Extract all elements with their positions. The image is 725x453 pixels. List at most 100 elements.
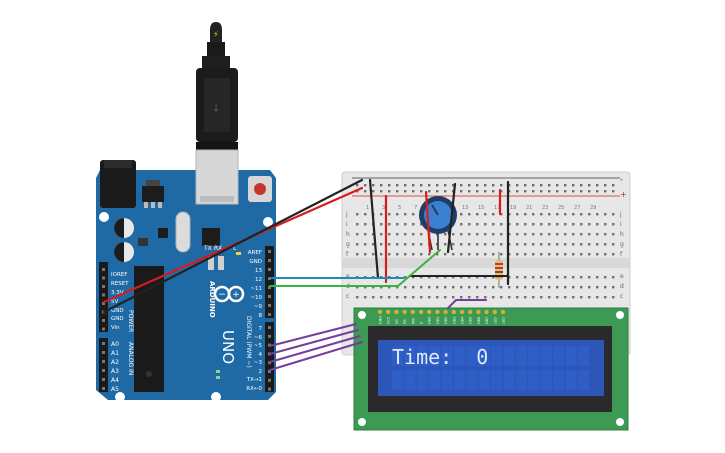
- svg-text:~9: ~9: [254, 304, 263, 310]
- breadboard-hole: [372, 184, 375, 187]
- lcd-cell: [441, 346, 453, 366]
- svg-text:~5: ~5: [254, 343, 263, 349]
- breadboard-hole: [444, 276, 447, 279]
- breadboard-hole: [572, 286, 575, 289]
- breadboard-hole: [588, 213, 591, 216]
- breadboard-hole: [404, 184, 407, 187]
- breadboard-hole: [388, 223, 391, 226]
- breadboard-hole: [444, 190, 447, 193]
- breadboard-hole: [612, 286, 615, 289]
- breadboard-hole: [516, 233, 519, 236]
- svg-text:g: g: [346, 241, 350, 248]
- breadboard-hole: [548, 296, 551, 299]
- breadboard-hole: [468, 190, 471, 193]
- breadboard-hole: [500, 296, 503, 299]
- row-letters-top: j i h g f j i h g f: [345, 211, 624, 258]
- breadboard-hole: [372, 286, 375, 289]
- power-pin-labels: IOREF RESET 3.3V 5V GND GND Vin: [111, 272, 129, 331]
- breadboard-hole: [588, 233, 591, 236]
- breadboard-hole: [460, 233, 463, 236]
- breadboard-hole: [556, 243, 559, 246]
- lcd-cell: [565, 346, 577, 366]
- column-numbers: 1 3 5 7 9 11 13 15 17 19 21 23 25 27 29: [366, 205, 596, 211]
- svg-text:13: 13: [462, 205, 468, 211]
- svg-text:−: −: [218, 290, 226, 300]
- breadboard-hole: [612, 253, 615, 256]
- wire-gnd-black: [102, 178, 364, 314]
- breadboard-hole: [436, 253, 439, 256]
- breadboard-hole: [508, 190, 511, 193]
- analog-header[interactable]: [99, 338, 108, 392]
- breadboard-hole: [500, 190, 503, 193]
- svg-text:L: L: [233, 245, 237, 252]
- wires[interactable]: [102, 178, 510, 371]
- header-pin: [268, 343, 271, 347]
- lcd-pin-label: E: [420, 322, 424, 324]
- breadboard-hole: [484, 184, 487, 187]
- uno-model-label: UNO: [219, 330, 237, 364]
- breadboard-hole: [532, 243, 535, 246]
- analog-header-label: ANALOG IN: [127, 342, 134, 375]
- breadboard-hole: [356, 243, 359, 246]
- svg-text:A3: A3: [111, 368, 119, 375]
- breadboard-hole: [412, 253, 415, 256]
- breadboard-hole: [556, 253, 559, 256]
- lcd-cell: [528, 346, 540, 366]
- arduino-uno-board[interactable]: − + ARDUINO UNO DIGITAL (PWM ~) POWER AN…: [96, 149, 276, 402]
- breadboard-hole: [420, 243, 423, 246]
- breadboard-hole: [388, 296, 391, 299]
- breadboard-hole: [364, 233, 367, 236]
- digital-header-bottom[interactable]: [265, 322, 274, 392]
- breadboard-hole: [492, 184, 495, 187]
- lcd-cell: [404, 346, 416, 366]
- lcd-cell: [441, 370, 453, 390]
- arduino-logo: − +: [213, 285, 245, 303]
- breadboard-hole: [572, 223, 575, 226]
- svg-text:8: 8: [259, 313, 263, 319]
- breadboard-hole: [444, 184, 447, 187]
- breadboard-hole: [468, 296, 471, 299]
- breadboard-hole: [596, 296, 599, 299]
- breadboard-hole: [596, 276, 599, 279]
- header-pin: [102, 378, 105, 381]
- breadboard-hole: [468, 213, 471, 216]
- breadboard-hole: [484, 253, 487, 256]
- svg-text:RESET: RESET: [111, 281, 129, 287]
- breadboard-hole: [452, 286, 455, 289]
- breadboard-hole: [596, 213, 599, 216]
- header-pin: [268, 313, 271, 316]
- digital-header-top[interactable]: [265, 246, 274, 318]
- breadboard-hole: [356, 253, 359, 256]
- usb-cable[interactable]: ⚡ ⇝: [196, 22, 238, 150]
- breadboard-hole: [564, 190, 567, 193]
- breadboard-hole: [500, 253, 503, 256]
- breadboard-hole: [548, 243, 551, 246]
- breadboard-hole: [388, 190, 391, 193]
- breadboard-hole: [540, 213, 543, 216]
- breadboard-hole: [596, 286, 599, 289]
- power-header[interactable]: [99, 262, 108, 332]
- lcd-cell: [540, 346, 552, 366]
- breadboard-hole: [532, 296, 535, 299]
- breadboard-hole: [484, 276, 487, 279]
- wire-pin3-purple: [269, 335, 361, 363]
- analog-pin-labels: A0 A1 A2 A3 A4 A5: [111, 341, 119, 393]
- breadboard-hole: [572, 276, 575, 279]
- breadboard-hole: [540, 286, 543, 289]
- header-pin: [102, 268, 105, 271]
- svg-text:~3: ~3: [254, 360, 263, 366]
- breadboard-hole: [532, 253, 535, 256]
- breadboard-hole: [508, 253, 511, 256]
- breadboard-hole: [380, 253, 383, 256]
- breadboard-hole: [492, 213, 495, 216]
- breadboard-hole: [404, 286, 407, 289]
- breadboard-hole: [588, 276, 591, 279]
- breadboard-hole: [588, 286, 591, 289]
- mounting-holes: [99, 212, 273, 402]
- lcd-cell: [454, 346, 465, 366]
- breadboard-hole: [548, 223, 551, 226]
- breadboard-hole: [404, 276, 407, 279]
- breadboard-hole: [516, 190, 519, 193]
- svg-text:25: 25: [558, 205, 564, 211]
